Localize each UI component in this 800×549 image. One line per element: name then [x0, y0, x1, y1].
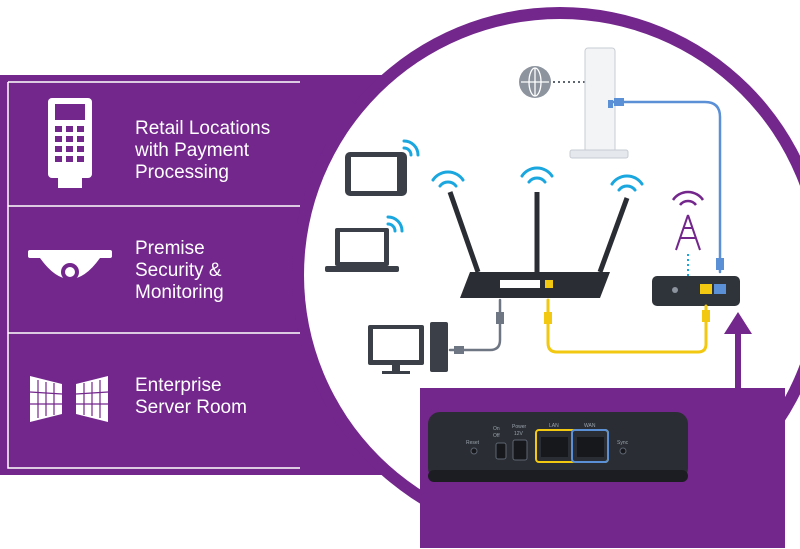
server-room-icon: [29, 376, 109, 422]
cell-tower-icon: [671, 190, 705, 251]
use-case-retail-line-1: Retail Locations: [135, 118, 271, 139]
yellow-cable: [546, 298, 708, 354]
security-camera-icon: [28, 250, 112, 281]
router-wifi-icon: [431, 166, 644, 192]
payment-terminal-icon: [48, 98, 92, 188]
desktop-computer: [368, 322, 448, 374]
globe-icon: [519, 66, 551, 98]
use-case-retail-line-3: Processing: [135, 162, 229, 183]
cables: [448, 100, 722, 354]
wifi-router: [447, 191, 630, 298]
switch-off-label: Off: [493, 433, 500, 439]
adapter-back-panel: [428, 412, 688, 482]
wan-port-label: WAN: [584, 423, 596, 429]
lan-port-label: LAN: [549, 423, 559, 429]
use-case-security-line-3: Monitoring: [135, 282, 224, 303]
use-case-server-label: Enterprise Server Room: [135, 375, 247, 419]
use-case-server-line-1: Enterprise: [135, 375, 222, 396]
modem: [569, 47, 629, 159]
use-case-retail-line-2: with Payment: [135, 140, 250, 161]
gray-cable: [448, 298, 502, 352]
power-port-label: Power: [512, 424, 527, 430]
use-case-panel-frame: [7, 81, 300, 469]
tablet-wifi-icon: [402, 139, 420, 157]
use-case-retail-label: Retail Locations with Payment Processing: [135, 118, 270, 184]
use-case-security-line-2: Security &: [135, 260, 222, 281]
sync-port-label: Sync: [617, 440, 629, 446]
use-case-security-label: Premise Security & Monitoring: [135, 238, 224, 304]
blue-cable: [611, 100, 722, 274]
laptop: [325, 228, 399, 272]
zoom-arrow: [724, 312, 752, 420]
tablet: [345, 152, 407, 196]
reset-port-label: Reset: [466, 440, 480, 446]
laptop-wifi-icon: [386, 215, 404, 233]
power-spec-label: 12V: [514, 431, 523, 437]
use-case-security-line-1: Premise: [135, 238, 205, 259]
lte-adapter: [652, 276, 740, 306]
use-case-server-line-2: Server Room: [135, 397, 247, 418]
switch-on-label: On: [493, 426, 500, 432]
cable-plugs: [454, 98, 724, 354]
